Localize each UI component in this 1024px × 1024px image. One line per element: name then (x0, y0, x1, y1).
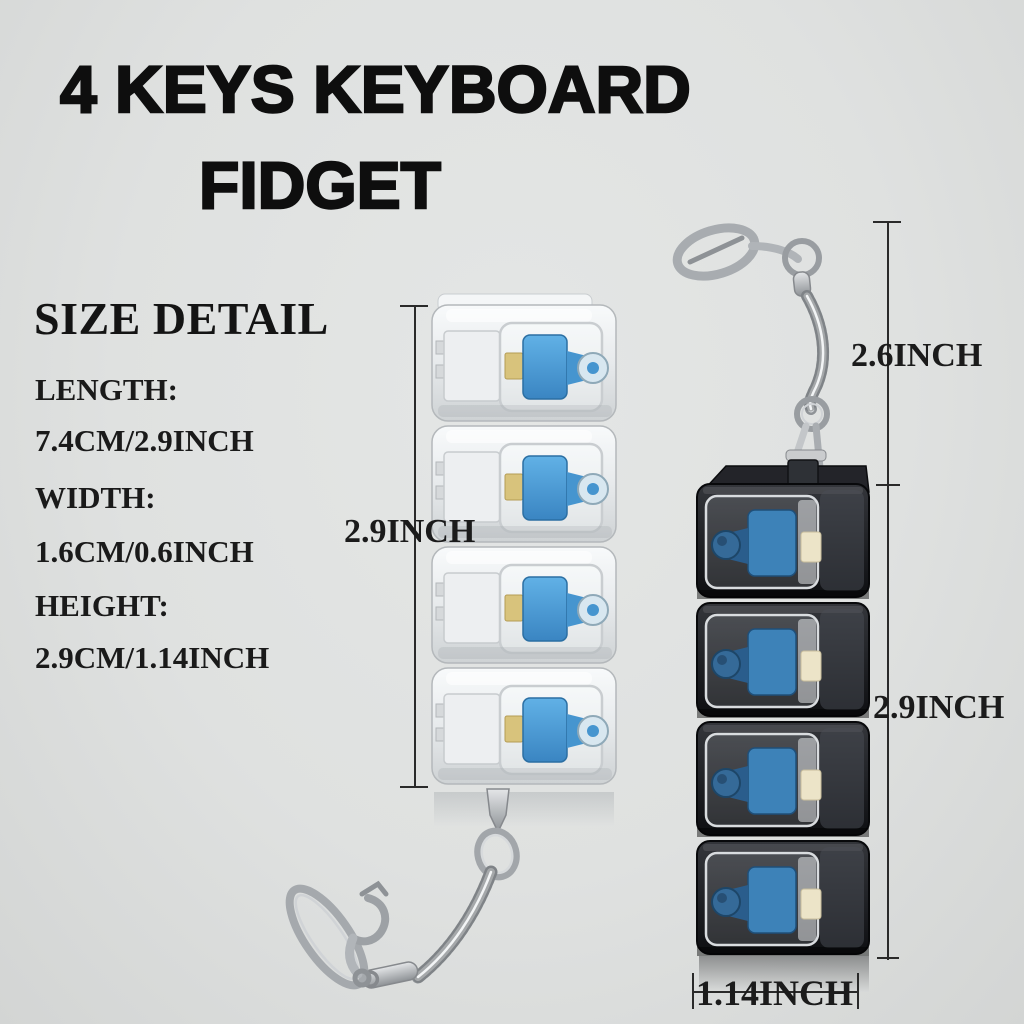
dimension-line-right (887, 222, 889, 960)
dimension-tick-right-mid (876, 484, 900, 486)
dimension-label-black-width: 1.14INCH (696, 973, 854, 1013)
clear-fidget-photo (430, 293, 618, 826)
spec-width-label: WIDTH: (35, 480, 156, 515)
spec-length-label: LENGTH: (35, 372, 178, 407)
dimension-label-clear-height: 2.9INCH (344, 513, 476, 550)
black-fidget-keychain (672, 223, 830, 472)
spec-height-value: 2.9CM/1.14INCH (35, 640, 270, 675)
dimension-label-keychain: 2.6INCH (851, 337, 983, 374)
size-detail-heading: SIZE DETAIL (34, 293, 329, 344)
dimension-line-black-width (693, 991, 858, 993)
dimension-tick-width-left (692, 973, 694, 1009)
dimension-tick-right-bottom (877, 957, 899, 959)
product-title-line2: FIDGET (198, 148, 442, 222)
spec-width-value: 1.6CM/0.6INCH (35, 534, 254, 569)
black-fidget-photo (695, 459, 871, 992)
product-title-line1: 4 KEYS KEYBOARD (59, 52, 692, 126)
dimension-tick-clear-bottom (400, 786, 428, 788)
dimension-tick-width-right (857, 973, 859, 1009)
spec-height-label: HEIGHT: (35, 588, 169, 623)
dimension-tick-clear-top (400, 305, 428, 307)
dimension-tick-right-top (873, 221, 901, 223)
spec-length-value: 7.4CM/2.9INCH (35, 423, 254, 458)
dimension-label-black-height: 2.9INCH (873, 689, 1005, 726)
dimension-line-clear-height (414, 306, 416, 788)
clear-fidget-keychain (285, 788, 520, 990)
